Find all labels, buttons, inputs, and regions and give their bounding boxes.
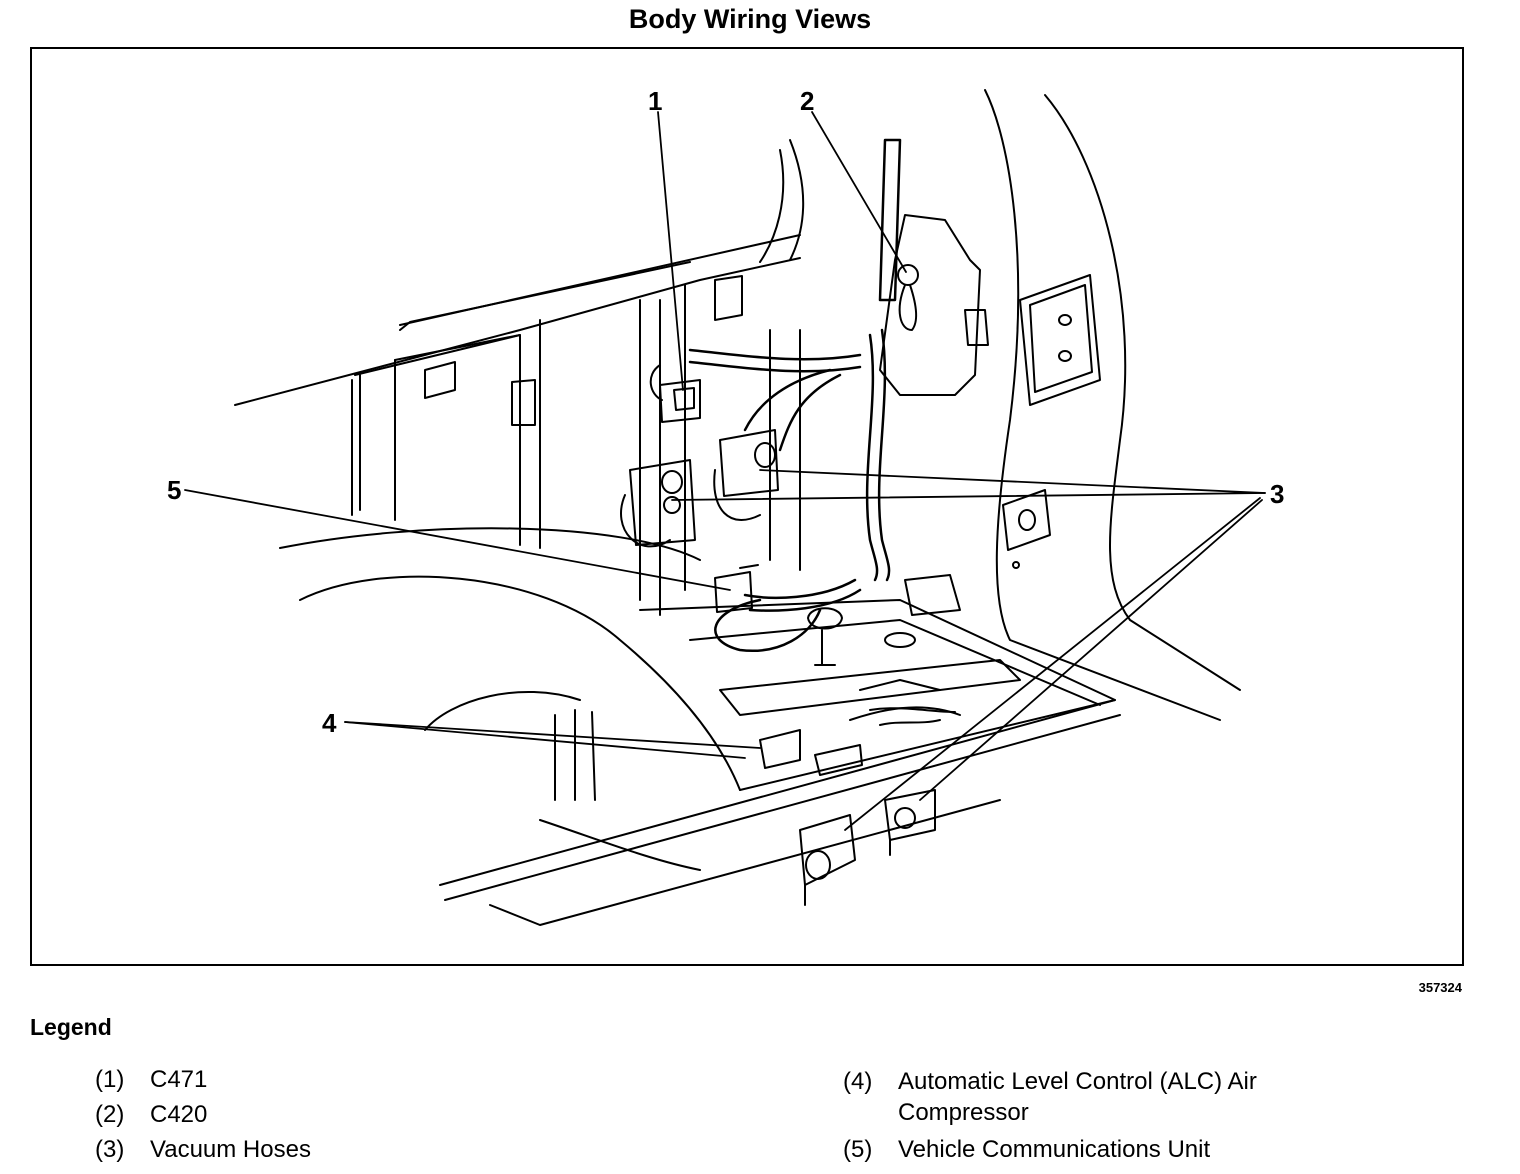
legend-number: (3) bbox=[95, 1136, 125, 1163]
legend-text: Automatic Level Control (ALC) Air Compre… bbox=[898, 1068, 1257, 1126]
vehicle-communications-unit bbox=[714, 564, 843, 666]
legend-number: (5) bbox=[843, 1136, 873, 1163]
floor-pan bbox=[439, 574, 1121, 926]
legend-number: (2) bbox=[95, 1101, 125, 1128]
callout-leader-lines bbox=[184, 111, 1266, 831]
legend-text: C420 bbox=[150, 1101, 208, 1128]
legend-item: (3) Vacuum Hoses bbox=[95, 1134, 311, 1165]
callout-3: 3 bbox=[1270, 479, 1285, 509]
quarter-panel bbox=[984, 89, 1241, 721]
diagram-title: Body Wiring Views bbox=[628, 4, 872, 34]
rear-body-panel bbox=[234, 234, 801, 561]
legend-item: (4) Automatic Level Control (ALC) Air Com… bbox=[843, 1066, 1338, 1128]
c420-connector bbox=[879, 214, 989, 396]
legend-number: (1) bbox=[95, 1066, 125, 1093]
vacuum-hoses bbox=[620, 429, 936, 906]
c471-connector bbox=[649, 364, 701, 423]
wiring-harness bbox=[688, 138, 902, 653]
legend-heading: Legend bbox=[30, 1014, 112, 1040]
legend-text: Vehicle Communications Unit bbox=[898, 1136, 1211, 1163]
callout-2: 2 bbox=[800, 86, 815, 116]
legend-text: C471 bbox=[150, 1066, 208, 1093]
callout-4: 4 bbox=[322, 708, 337, 738]
legend-text: Vacuum Hoses bbox=[150, 1136, 311, 1163]
legend-item: (5) Vehicle Communications Unit bbox=[843, 1134, 1210, 1165]
callout-5: 5 bbox=[167, 475, 182, 505]
illustration-frame bbox=[30, 47, 1464, 966]
callout-1: 1 bbox=[648, 86, 663, 116]
legend-item: (1) C471 bbox=[95, 1064, 207, 1095]
legend-number: (4) bbox=[843, 1068, 873, 1095]
legend-item: (2) C420 bbox=[95, 1099, 207, 1130]
alc-air-compressor bbox=[759, 707, 956, 776]
wheelhouse bbox=[299, 575, 741, 871]
figure-id: 357324 bbox=[1418, 980, 1462, 995]
